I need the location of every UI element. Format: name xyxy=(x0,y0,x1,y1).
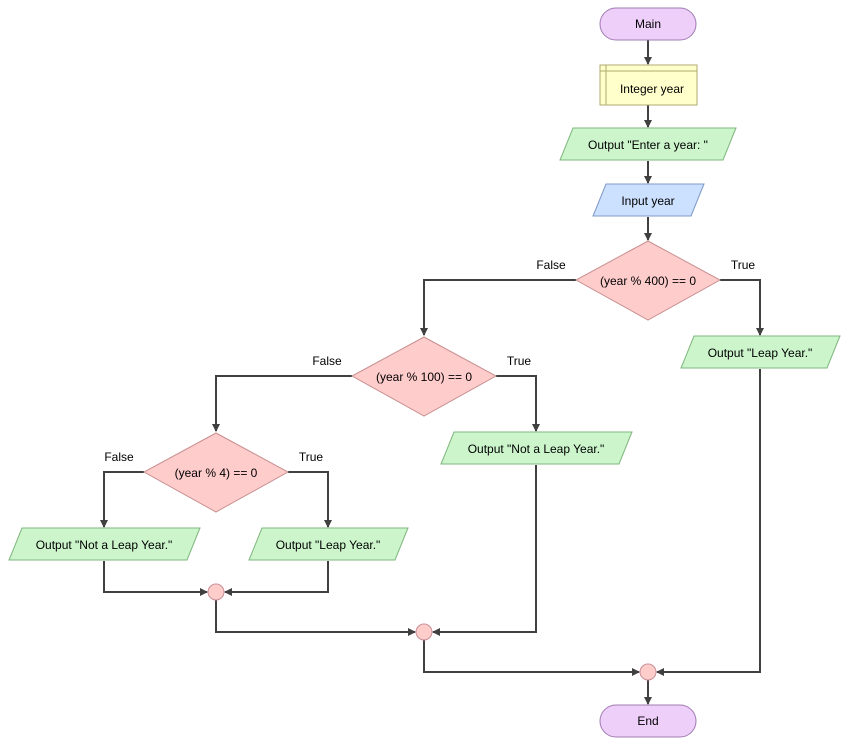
decision-100-condition: (year % 100) == 0 xyxy=(376,370,472,384)
declare-node[interactable]: Integer year xyxy=(599,64,698,106)
decision-node-4[interactable]: (year % 4) == 0 False True xyxy=(104,432,324,513)
join-connector-1 xyxy=(207,583,225,601)
edge-d100-true xyxy=(496,375,540,432)
output-not-leap-100-label: Output "Not a Leap Year." xyxy=(468,442,605,456)
join-connector-2 xyxy=(415,623,433,641)
decision-400-condition: (year % 400) == 0 xyxy=(600,274,696,288)
decision-node-100[interactable]: (year % 100) == 0 False True xyxy=(312,336,532,417)
output-leap-4-node[interactable]: Output "Leap Year." xyxy=(248,527,409,561)
input-label: Input year xyxy=(621,194,674,208)
output-leap-4-label: Output "Leap Year." xyxy=(276,538,381,552)
decision-100-true-label: True xyxy=(507,354,532,368)
edge-leap-4-to-join1 xyxy=(224,561,329,596)
join-connector-3 xyxy=(639,663,657,681)
decision-node-400[interactable]: (year % 400) == 0 False True xyxy=(536,240,756,321)
prompt-output-label: Output "Enter a year: " xyxy=(588,138,708,152)
start-label: Main xyxy=(635,17,661,31)
output-leap-400-node[interactable]: Output "Leap Year." xyxy=(680,335,841,369)
prompt-output-node[interactable]: Output "Enter a year: " xyxy=(559,127,737,161)
decision-400-false-label: False xyxy=(536,258,566,272)
decision-4-true-label: True xyxy=(299,450,324,464)
decision-4-false-label: False xyxy=(104,450,134,464)
input-node[interactable]: Input year xyxy=(592,183,705,217)
edge-leap-400-to-join3 xyxy=(656,369,761,676)
start-node[interactable]: Main xyxy=(599,7,697,41)
edge-d4-true xyxy=(288,471,332,528)
end-label: End xyxy=(637,714,658,728)
decision-4-condition: (year % 4) == 0 xyxy=(175,466,258,480)
edge-not-leap-100-to-join2 xyxy=(432,465,537,636)
edges xyxy=(100,40,764,705)
declare-label: Integer year xyxy=(620,82,684,96)
end-node[interactable]: End xyxy=(599,704,697,738)
output-not-leap-4-node[interactable]: Output "Not a Leap Year." xyxy=(8,527,201,561)
edge-d400-true xyxy=(720,279,764,336)
output-leap-400-label: Output "Leap Year." xyxy=(708,346,813,360)
decision-400-true-label: True xyxy=(731,258,756,272)
edge-join2-to-join3 xyxy=(423,640,640,676)
edge-d400-false xyxy=(420,279,576,336)
output-not-leap-100-node[interactable]: Output "Not a Leap Year." xyxy=(440,431,633,465)
edge-d100-false xyxy=(212,375,352,432)
edge-not-leap-4-to-join1 xyxy=(103,561,208,596)
edge-d4-false xyxy=(100,471,144,528)
output-not-leap-4-label: Output "Not a Leap Year." xyxy=(36,538,173,552)
edge-join1-to-join2 xyxy=(215,600,416,636)
decision-100-false-label: False xyxy=(312,354,342,368)
